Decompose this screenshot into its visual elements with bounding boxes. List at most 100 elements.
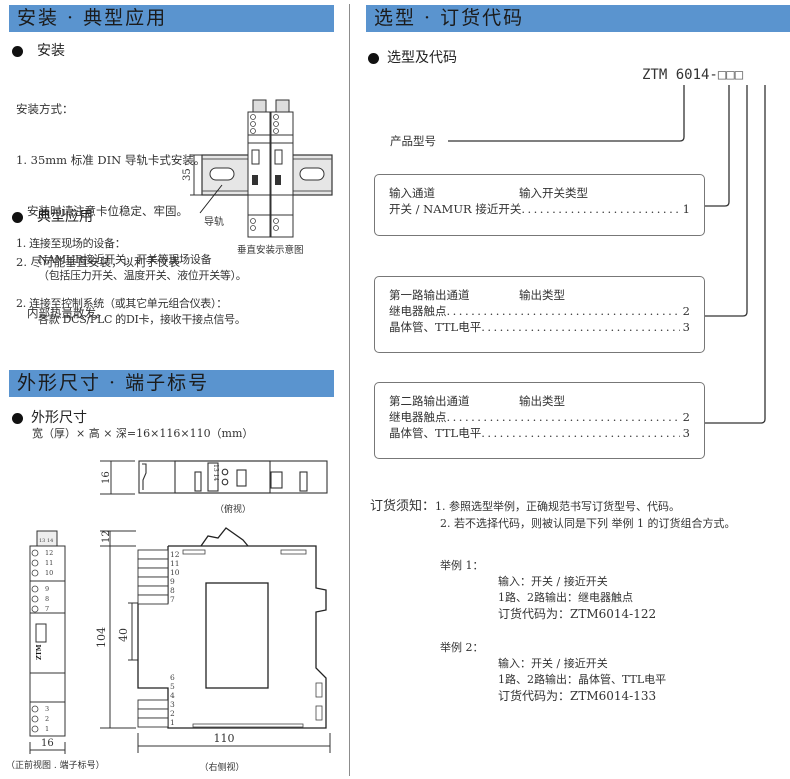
- side-terminal-label: 9: [170, 577, 175, 586]
- example-code: 订货代码为：ZTM6014-133: [498, 689, 657, 703]
- box-col2-label: 输入开关类型: [519, 186, 588, 200]
- leader-dots: [447, 303, 680, 319]
- code-box-output2: □: [734, 67, 744, 83]
- option-label: 开关 / NAMUR 接近开关: [389, 202, 522, 216]
- front-terminal-label: 7: [45, 605, 49, 613]
- front-terminal-label: 3: [45, 705, 49, 713]
- install-line: 1. 35mm 标准 DIN 导轨卡式安装。: [16, 153, 206, 167]
- section-header-dimensions: 外形尺寸 · 端子标号: [9, 370, 334, 397]
- side-view-drawing: 12 104 40 110 12 11 10 9 8 7 6 5 4 3 2 1…: [95, 527, 331, 773]
- option-label: 继电器触点: [389, 410, 447, 424]
- top-view-caption: （俯视）: [215, 503, 251, 515]
- code-box-input: □: [717, 67, 727, 83]
- model-code: ZTM 6014-□□□: [642, 67, 743, 83]
- side-terminal-label: 1: [170, 718, 175, 727]
- install-method: 安装方式： 1. 35mm 标准 DIN 导轨卡式安装。 安装时请注意卡位稳定、…: [16, 67, 205, 339]
- selection-heading: 选型及代码: [368, 47, 457, 67]
- column-divider: [349, 4, 350, 776]
- option-label: 晶体管、TTL电平: [389, 320, 482, 334]
- top-view-terminal-label: 13 14: [212, 464, 219, 481]
- typical-line: （包括压力开关、温度开关、液位开关等）。: [38, 269, 247, 282]
- side-dim-height: 104: [95, 627, 108, 648]
- typical-line: 1. 连接至现场的设备：: [16, 237, 126, 250]
- typical-line: 各款 DCS/PLC 的DI卡，接收干接点信号。: [38, 313, 246, 326]
- install-line: 内部热量散发。: [16, 306, 108, 320]
- front-terminal-label: 10: [45, 569, 53, 577]
- option-row: 继电器触点 2: [389, 409, 690, 425]
- install-method-label: 安装方式：: [16, 102, 74, 116]
- example-output: 1路、2路输出：继电器触点: [498, 591, 633, 604]
- ordering-notice: 订货须知：1. 参照选型举例，正确规范书写订货型号、代码。 2. 若不选择代码，…: [370, 498, 735, 532]
- typical-heading: 典型应用: [12, 206, 93, 226]
- example-title: 举例 1：: [440, 559, 484, 572]
- side-terminal-label: 6: [170, 673, 175, 682]
- example-1: 举例 1： 输入：开关 / 接近开关 1路、2路输出：继电器触点 订货代码为：Z…: [440, 558, 656, 622]
- leader-dots: [521, 201, 679, 217]
- option-row: 晶体管、TTL电平 3: [389, 319, 690, 335]
- side-terminal-label: 7: [170, 595, 175, 604]
- option-label: 继电器触点: [389, 304, 447, 318]
- side-terminal-label: 3: [170, 700, 175, 709]
- box-header: 第一路输出通道 输出类型: [389, 287, 690, 303]
- bullet-icon: [12, 45, 23, 57]
- typical-line: 2. 连接至控制系统（或其它单元组合仪表）：: [16, 297, 227, 310]
- leader-dots: [481, 425, 679, 441]
- typical-heading-text: 典型应用: [37, 209, 93, 225]
- top-view-dimension: 16: [101, 471, 112, 484]
- example-title: 举例 2：: [440, 641, 484, 654]
- side-terminal-label: 4: [170, 691, 175, 700]
- selection-heading-text: 选型及代码: [387, 50, 457, 66]
- install-line: 安装时请注意卡位稳定、牢固。: [16, 204, 188, 218]
- option-row: 继电器触点 2: [389, 303, 690, 319]
- section-header-installation: 安装 · 典型应用: [9, 5, 334, 32]
- bullet-icon: [12, 412, 23, 424]
- input-channel-box: 输入通道 输入开关类型 开关 / NAMUR 接近开关 1: [374, 174, 705, 236]
- front-view-caption: （正前视图 . 端子标号）: [6, 759, 105, 771]
- front-terminal-label: 2: [45, 715, 49, 723]
- install-line: 2. 尽可能垂直安装，以利于仪表: [16, 255, 181, 269]
- side-dim-mid: 40: [117, 628, 130, 642]
- example-2: 举例 2： 输入：开关 / 接近开关 1路、2路输出：晶体管、TTL电平 订货代…: [440, 640, 666, 704]
- dimensions-heading-text: 外形尺寸: [31, 410, 87, 426]
- option-code: 3: [682, 320, 690, 334]
- output1-channel-box: 第一路输出通道 输出类型 继电器触点 2 晶体管、TTL电平 3: [374, 276, 705, 353]
- side-terminal-label: 8: [170, 586, 175, 595]
- side-terminal-label: 5: [170, 682, 175, 691]
- side-dim-depth: 110: [214, 732, 235, 745]
- side-terminal-label: 2: [170, 709, 175, 718]
- option-code: 2: [682, 410, 690, 424]
- rail-label: 导轨: [204, 215, 224, 228]
- leader-dots: [481, 319, 679, 335]
- box-header: 输入通道 输入开关类型: [389, 185, 690, 201]
- diagram-caption: 垂直安装示意图: [237, 244, 304, 256]
- front-width-dimension: 16: [41, 738, 54, 749]
- box-col1-label: 输入通道: [389, 186, 435, 200]
- option-code: 2: [682, 304, 690, 318]
- box-col1-label: 第二路输出通道: [389, 394, 470, 408]
- front-terminal-label: 11: [45, 559, 53, 567]
- notice-label: 订货须知：: [370, 499, 436, 514]
- example-input: 输入：开关 / 接近开关: [498, 575, 608, 588]
- example-input: 输入：开关 / 接近开关: [498, 657, 608, 670]
- option-code: 1: [682, 202, 690, 216]
- notice-item: 2. 若不选择代码，则被认同是下列 举例 1 的订货组合方式。: [440, 517, 736, 530]
- bullet-icon: [12, 211, 23, 223]
- model-code-prefix: ZTM 6014-: [642, 67, 718, 83]
- front-terminal-label: 1: [45, 725, 49, 733]
- bullet-icon: [368, 52, 379, 64]
- example-code: 订货代码为：ZTM6014-122: [498, 607, 657, 621]
- typical-app-item-2: 2. 连接至控制系统（或其它单元组合仪表）： 各款 DCS/PLC 的DI卡，接…: [16, 296, 246, 328]
- install-heading-text: 安装: [37, 43, 65, 59]
- install-heading: 安装: [12, 40, 65, 60]
- example-output: 1路、2路输出：晶体管、TTL电平: [498, 673, 667, 686]
- front-terminal-label: 9: [45, 585, 49, 593]
- side-terminal-label: 12: [170, 550, 180, 559]
- dimensions-text: 宽（厚）× 高 × 深=16×116×110（mm）: [32, 427, 254, 440]
- rail-dimension-label: 35: [182, 168, 193, 181]
- din-rail-mounting-diagram: 35 导轨 垂直安装示意图: [182, 99, 333, 256]
- option-code: 3: [682, 426, 690, 440]
- leader-dots: [447, 409, 680, 425]
- typical-app-item-1: 1. 连接至现场的设备： NAMUR接近开关，开关等现场设备 （包括压力开关、温…: [16, 236, 247, 284]
- output2-channel-box: 第二路输出通道 输出类型 继电器触点 2 晶体管、TTL电平 3: [374, 382, 705, 459]
- option-row: 开关 / NAMUR 接近开关 1: [389, 201, 690, 217]
